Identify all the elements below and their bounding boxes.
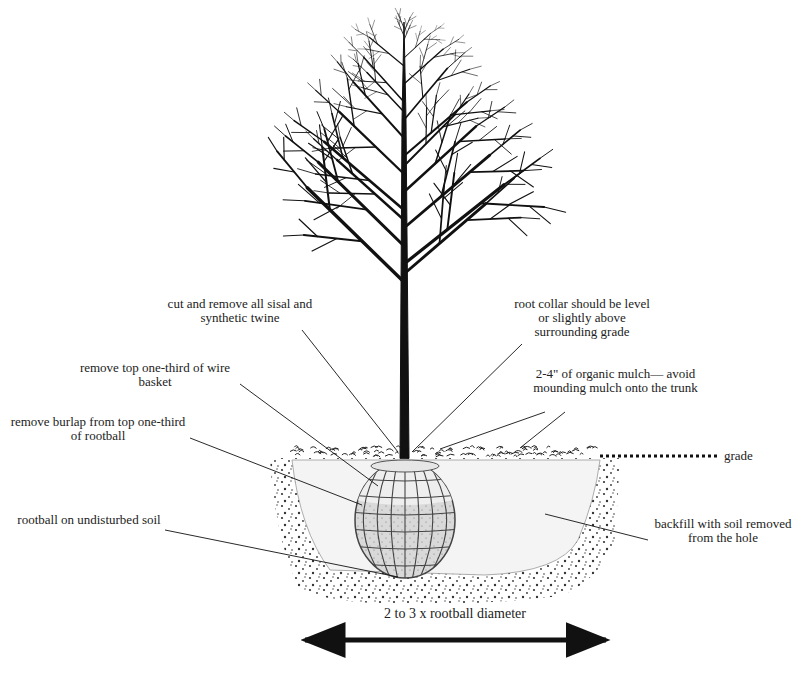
twine-note: cut and remove all sisal and synthetic t… bbox=[150, 296, 330, 326]
mulch-note: 2-4" of organic mulch— avoid mounding mu… bbox=[528, 366, 703, 396]
dimension-label: 2 to 3 x rootball diameter bbox=[382, 606, 528, 622]
grade-label: grade bbox=[722, 448, 755, 464]
grade-line bbox=[600, 455, 718, 458]
root-collar-note: root collar should be level or slightly … bbox=[512, 296, 652, 340]
burlap-note: remove burlap from top one-third of root… bbox=[8, 414, 188, 444]
rootball-note: rootball on undisturbed soil bbox=[14, 512, 164, 528]
backfill-note: backfill with soil removed from the hole bbox=[648, 516, 798, 546]
undisturbed-soil bbox=[270, 458, 620, 604]
tree bbox=[268, 8, 565, 458]
wire-basket bbox=[350, 462, 460, 578]
wire-basket-note: remove top one-third of wire basket bbox=[72, 360, 238, 390]
dimension-arrow bbox=[305, 638, 606, 643]
